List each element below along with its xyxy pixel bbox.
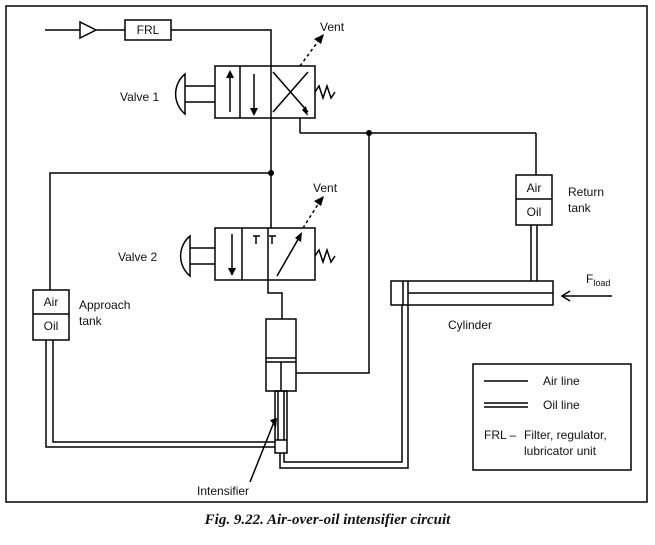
valve1-spring [314,83,336,101]
figure-caption: Fig. 9.22. Air-over-oil intensifier circ… [204,512,451,528]
valve2-spring [314,247,336,265]
cylinder-label: Cylinder [448,318,493,332]
supply-check-symbol [79,20,98,40]
approach-tank [32,289,70,341]
return-tank-label-line2: tank [568,201,591,215]
intensifier-label: Intensifier [197,484,250,498]
valve1-push-button [174,72,186,116]
legend-frl-prefix: FRL – [484,428,517,442]
vent-label-valve1: Vent [320,20,345,34]
legend-air-line-label: Air line [543,374,580,388]
load-force-label-main: F [586,272,594,286]
valve1-label: Valve 1 [120,90,160,104]
approach-tank-air-label: Air [43,295,59,309]
legend-frl-desc-line2: lubricator unit [524,444,597,458]
figure-frame [5,5,648,503]
legend-frl-desc-line1: Filter, regulator, [524,428,607,442]
legend-oil-line-label: Oil line [543,398,580,412]
valve2-body [214,227,316,281]
vent-label-valve2: Vent [313,181,338,195]
oil-line-intensifier-to-cylinder [279,305,409,469]
air-line-to-intensifier [296,133,370,374]
intensifier-oil-cylinder [274,390,288,454]
junction-dot-valve-line [268,170,274,176]
return-tank [515,174,553,226]
approach-tank-label-line1: Approach [79,298,131,312]
junction-dot-main [366,130,372,136]
intensifier-pointer [249,421,275,483]
valve2-push-button [179,234,191,278]
oil-line-approach-to-intensifier [45,340,275,448]
approach-tank-oil-label: Oil [43,319,59,333]
return-tank-oil-label: Oil [526,205,542,219]
load-force-label: Fload [586,272,610,290]
air-line-frl-to-valve1 [171,29,272,66]
approach-tank-label-line2: tank [79,314,102,328]
legend-box [472,363,632,471]
return-tank-label-line1: Return [568,185,605,199]
frl-label: FRL [136,23,160,37]
load-force-label-sub: load [593,278,611,288]
return-tank-air-label: Air [526,181,542,195]
valve2-label: Valve 2 [118,250,158,264]
